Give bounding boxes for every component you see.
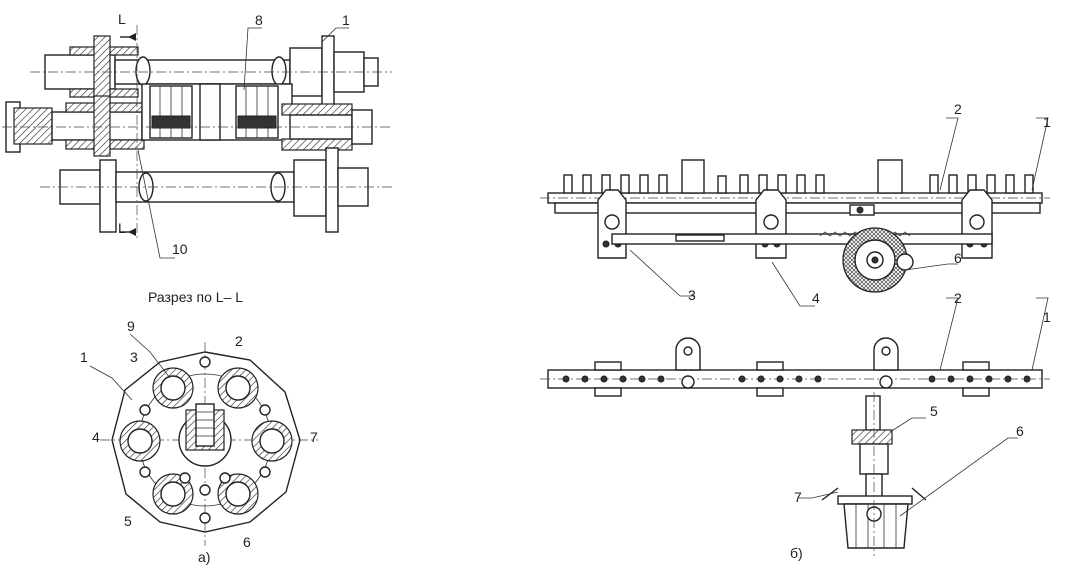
upper-shaft [30, 35, 392, 109]
labels-drawing-a: L L 8 1 10 Разрез по L– L 9 3 2 1 4 7 5 … [80, 11, 350, 565]
bolt-holes-row [562, 375, 1031, 383]
upper-callout-3: 3 [688, 287, 696, 303]
studs-row [563, 159, 1034, 194]
section-callout-9: 9 [127, 318, 135, 334]
section-callout-4: 4 [92, 429, 100, 445]
lower-callout-6: 6 [1016, 423, 1024, 439]
drawing-a-longitudinal-view [2, 25, 392, 259]
callout-10: 10 [172, 241, 188, 257]
caption-a: а) [198, 549, 210, 565]
section-callout-1: 1 [80, 349, 88, 365]
middle-shaft [2, 83, 392, 157]
labels-drawing-b: 2 1 3 4 6 2 1 5 6 7 б) [688, 101, 1051, 561]
callout-8: 8 [255, 12, 263, 28]
section-callout-7: 7 [310, 429, 318, 445]
drawing-a-cross-section [89, 333, 318, 546]
lower-callout-2: 2 [954, 290, 962, 306]
upper-callout-2: 2 [954, 101, 962, 117]
lower-shaft [40, 147, 392, 233]
lower-callout-1: 1 [1043, 309, 1051, 325]
section-callout-6: 6 [243, 534, 251, 550]
lower-callout-5: 5 [930, 403, 938, 419]
lower-callout-7: 7 [794, 489, 802, 505]
section-callout-5: 5 [124, 513, 132, 529]
section-callout-2: 2 [235, 333, 243, 349]
drawing-b-lower-assembly [540, 297, 1050, 556]
section-cut-line [120, 25, 138, 240]
section-mark-top: L [118, 11, 126, 27]
upper-callout-1: 1 [1043, 114, 1051, 130]
section-title: Разрез по L– L [148, 289, 243, 305]
drawing-b-upper-assembly [540, 117, 1050, 307]
upper-callout-4: 4 [812, 290, 820, 306]
leader-lines-a [137, 27, 349, 259]
section-mark-bottom: L [118, 220, 126, 236]
upper-callout-6: 6 [954, 250, 962, 266]
caption-b: б) [790, 545, 803, 561]
callout-1: 1 [342, 12, 350, 28]
section-callout-3: 3 [130, 349, 138, 365]
gear-wheel [842, 204, 914, 293]
